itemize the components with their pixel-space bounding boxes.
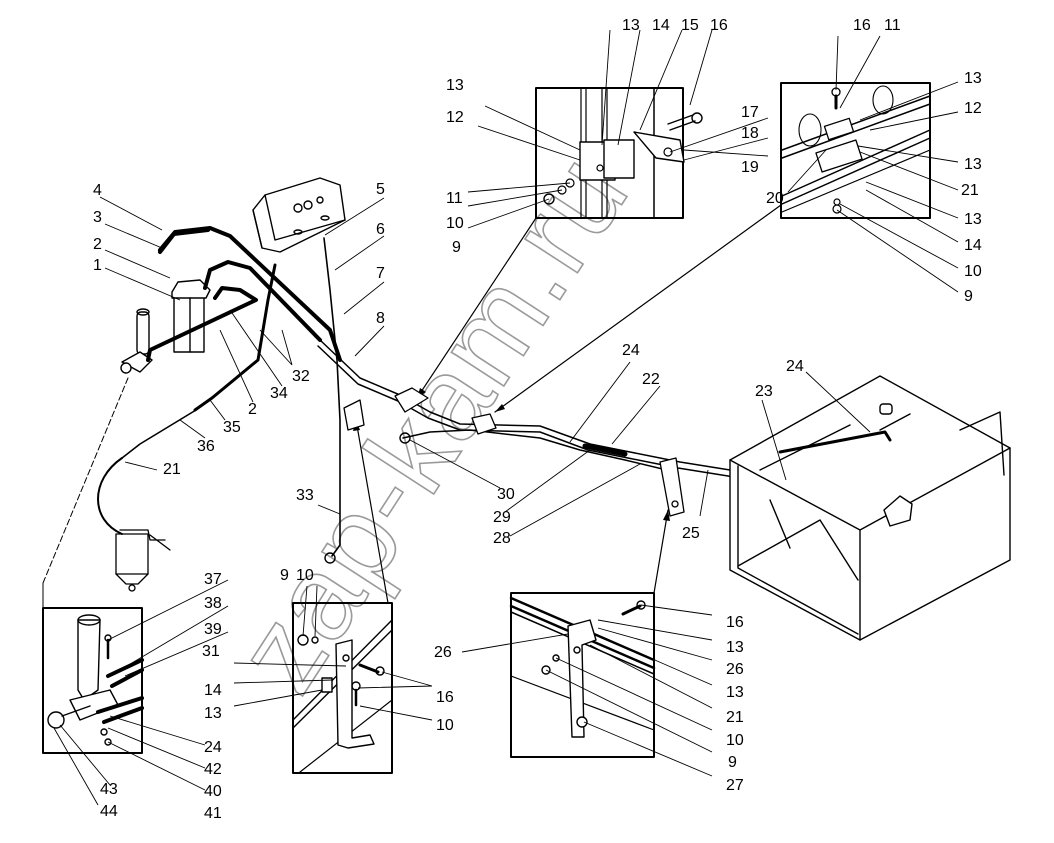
inset-pointer-bottom-left: [42, 377, 129, 584]
callout-21: 21: [163, 461, 181, 478]
inset-bm-10b: 10: [436, 717, 454, 734]
inset-tr-10: 10: [964, 263, 982, 280]
inset-tr-9: 9: [964, 288, 973, 305]
callout-23: 23: [755, 383, 773, 400]
inset-tm-15: 15: [681, 17, 699, 34]
inset-pointer-bottom-middle: [355, 419, 389, 604]
inset-br-26: 26: [726, 661, 744, 678]
pipe-clamps: [343, 387, 685, 517]
inset-bm-9: 9: [280, 567, 289, 584]
inset-frame-bottom-left: [42, 607, 143, 754]
callout-24: 24: [622, 342, 640, 359]
fuel-pump-detail: [47, 614, 144, 746]
inset-br-26b: 26: [434, 644, 452, 661]
inset-tm-12: 12: [446, 109, 464, 126]
callout-8: 8: [376, 310, 385, 327]
callout-2: 2: [93, 236, 102, 253]
inset-bm-13: 13: [204, 705, 222, 722]
inset-tr-13b: 13: [964, 156, 982, 173]
fuel-tank: [729, 375, 1011, 641]
inset-br-13a: 13: [726, 639, 744, 656]
inset-bl-43: 43: [100, 781, 118, 798]
callout-3: 3: [93, 209, 102, 226]
inset-pointer-bottom-right: [653, 509, 669, 594]
clamp-detail-top-right: [781, 85, 931, 214]
callout-28: 28: [493, 530, 511, 547]
inset-br-21: 21: [726, 709, 744, 726]
inset-tr-21: 21: [961, 182, 979, 199]
inset-tr-14: 14: [964, 237, 982, 254]
inset-tm-17: 17: [741, 104, 759, 121]
inset-bl-24: 24: [204, 739, 222, 756]
inset-bm-16: 16: [436, 689, 454, 706]
inset-bl-37: 37: [204, 571, 222, 588]
inset-tm-11: 11: [446, 190, 463, 207]
coarse-fuel-filter: [115, 529, 171, 592]
inset-bl-40: 40: [204, 783, 222, 800]
inset-br-10: 10: [726, 732, 744, 749]
callout-34: 34: [270, 385, 288, 402]
inset-pointer-top-right: [494, 204, 782, 413]
inset-bm-14: 14: [204, 682, 222, 699]
inset-pointer-top-middle: [416, 217, 537, 399]
callout-25: 25: [682, 525, 700, 542]
inset-bl-38: 38: [204, 595, 222, 612]
callout-22: 22: [642, 371, 660, 388]
inset-br-9: 9: [728, 754, 737, 771]
inset-tm-18: 18: [741, 125, 759, 142]
inset-bm-31: 31: [202, 643, 220, 660]
callout-24b: 24: [786, 358, 804, 375]
inset-tm-14: 14: [652, 17, 670, 34]
inset-tr-11: 11: [884, 17, 901, 34]
inset-tm-9: 9: [452, 239, 461, 256]
callout-35: 35: [223, 419, 241, 436]
inset-tr-16: 16: [853, 17, 871, 34]
fuel-hoses-left: [146, 226, 342, 412]
callout-2b: 2: [248, 401, 257, 418]
callout-33: 33: [296, 487, 314, 504]
callout-32: 32: [292, 368, 310, 385]
callout-6: 6: [376, 221, 385, 238]
callout-1: 1: [93, 257, 102, 274]
inset-bl-44: 44: [100, 803, 118, 820]
inset-tr-13a: 13: [964, 70, 982, 87]
inset-br-27: 27: [726, 777, 744, 794]
inset-bl-39: 39: [204, 621, 222, 638]
callout-30: 30: [497, 486, 515, 503]
inset-tm-10: 10: [446, 215, 464, 232]
inset-tm-13a: 13: [622, 17, 640, 34]
inset-br-13b: 13: [726, 684, 744, 701]
inset-tr-13c: 13: [964, 211, 982, 228]
inset-tm-19: 19: [741, 159, 759, 176]
inset-frame-bottom-right: [510, 592, 655, 758]
inset-tr-20: 20: [766, 190, 784, 207]
callout-36: 36: [197, 438, 215, 455]
fuel-pipes-main: [97, 237, 801, 564]
inset-bm-10a: 10: [296, 567, 314, 584]
engine-head-cover: [252, 177, 346, 253]
inset-tr-12: 12: [964, 100, 982, 117]
callout-5: 5: [376, 181, 385, 198]
callout-7: 7: [376, 265, 385, 282]
fine-fuel-filter: [120, 279, 211, 374]
inset-frame-bottom-middle: [292, 602, 393, 774]
inset-bl-42: 42: [204, 761, 222, 778]
inset-tm-16: 16: [710, 17, 728, 34]
inset-tm-13b: 13: [446, 77, 464, 94]
callout-4: 4: [93, 182, 102, 199]
callout-leaders: [53, 29, 959, 806]
bracket-detail: [292, 619, 393, 773]
frame-clamp-detail: [509, 596, 656, 738]
inset-bl-41: 41: [204, 805, 222, 822]
inset-br-16: 16: [726, 614, 744, 631]
callout-29: 29: [493, 509, 511, 526]
